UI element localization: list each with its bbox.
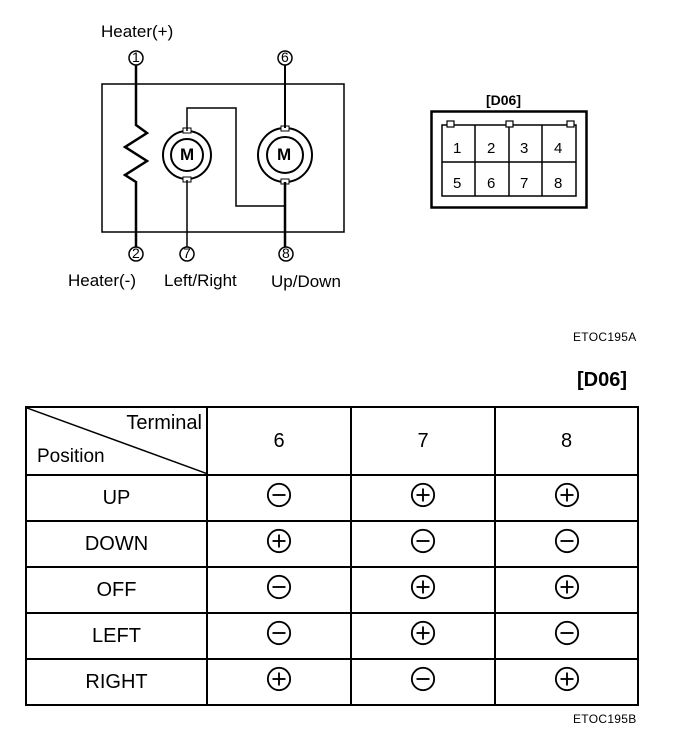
header-col-7: 7	[350, 406, 496, 476]
left-right-label: Left/Right	[164, 271, 237, 290]
plus-circle-icon	[410, 620, 436, 646]
table-row: UP	[25, 474, 639, 522]
terminal-sign-cell	[494, 520, 639, 568]
heater-plus-label: Heater(+)	[101, 22, 174, 41]
position-cell: UP	[25, 474, 208, 522]
plus-circle-icon	[554, 482, 579, 508]
header-col-8: 8	[494, 406, 639, 476]
connector-pin-3: 3	[520, 140, 529, 157]
position-cell: OFF	[25, 566, 208, 614]
terminal-sign-cell	[350, 474, 496, 522]
table-row: RIGHT	[25, 658, 639, 706]
terminal-sign-cell	[494, 566, 639, 614]
circuit-diagram	[101, 50, 345, 262]
header-diagonal-cell: Terminal Position	[25, 406, 208, 476]
table-header-row: Terminal Position 6 7 8	[25, 406, 639, 476]
position-cell: DOWN	[25, 520, 208, 568]
minus-circle-icon	[410, 666, 436, 692]
header-diagonal-line	[27, 408, 208, 474]
minus-circle-icon	[266, 574, 292, 600]
terminal-sign-cell	[206, 658, 352, 706]
minus-circle-icon	[410, 528, 436, 554]
terminal-sign-cell	[206, 612, 352, 660]
table-row: LEFT	[25, 612, 639, 660]
motor-left-right-wire-top	[186, 107, 286, 207]
terminal-sign-cell	[206, 520, 352, 568]
motor-up-down-inner	[266, 136, 304, 174]
plus-circle-icon	[410, 482, 436, 508]
minus-circle-icon	[266, 482, 292, 508]
header-position-label: Position	[37, 446, 105, 467]
motor-left-right-inner	[170, 138, 204, 172]
table-title: [D06]	[577, 369, 628, 391]
terminal-sign-cell	[494, 658, 639, 706]
connector-pin-2: 2	[487, 140, 496, 157]
connector-pin-7: 7	[520, 175, 529, 192]
connector-pin-6: 6	[487, 175, 496, 192]
connector-pin-4: 4	[554, 140, 563, 157]
terminal-sign-cell	[350, 658, 496, 706]
header-terminal-label: Terminal	[126, 412, 202, 434]
plus-circle-icon	[266, 666, 292, 692]
terminal-sign-cell	[350, 520, 496, 568]
plus-circle-icon	[554, 666, 579, 692]
position-cell: RIGHT	[25, 658, 208, 706]
terminal-sign-cell	[494, 612, 639, 660]
connector-outline	[430, 110, 588, 209]
heater-minus-label: Heater(-)	[68, 271, 137, 290]
terminal-sign-cell	[206, 474, 352, 522]
pin-2-label: 2	[132, 245, 140, 261]
table-row: DOWN	[25, 520, 639, 568]
pin-7-label: 7	[183, 245, 191, 261]
connector-pin-8: 8	[554, 175, 563, 192]
terminal-sign-cell	[350, 566, 496, 614]
minus-circle-icon	[266, 620, 292, 646]
figure-code-top: ETOC195A	[573, 330, 637, 344]
plus-circle-icon	[554, 574, 579, 600]
header-col-6: 6	[206, 406, 352, 476]
terminal-sign-cell	[206, 566, 352, 614]
figure-code-bottom: ETOC195B	[573, 712, 637, 726]
pin-1-label: 1	[132, 49, 140, 65]
position-cell: LEFT	[25, 612, 208, 660]
minus-circle-icon	[554, 528, 579, 554]
plus-circle-icon	[410, 574, 436, 600]
table-row: OFF	[25, 566, 639, 614]
pin-8-label: 8	[282, 245, 290, 261]
terminal-sign-cell	[494, 474, 639, 522]
minus-circle-icon	[554, 620, 579, 646]
terminal-sign-cell	[350, 612, 496, 660]
circuit-box	[101, 83, 345, 233]
plus-circle-icon	[266, 528, 292, 554]
motor-up-down-label: M	[277, 145, 292, 164]
motor-left-right-label: M	[180, 145, 195, 164]
connector-pin-5: 5	[453, 175, 462, 192]
heater-wire	[122, 65, 150, 247]
connector-title: [D06]	[486, 92, 522, 108]
pin-6-label: 6	[281, 49, 289, 65]
connector-pin-1: 1	[453, 140, 462, 157]
up-down-label: Up/Down	[271, 272, 341, 291]
